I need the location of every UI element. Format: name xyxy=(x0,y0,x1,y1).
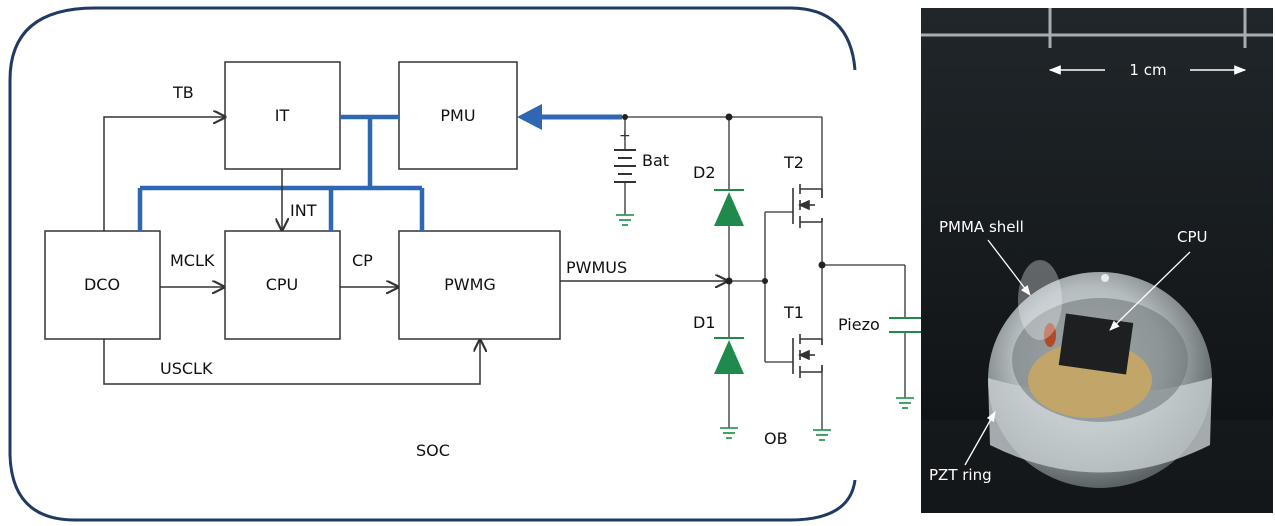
soc-label: SOC xyxy=(416,441,450,460)
uscl-label: USCLK xyxy=(160,359,213,378)
tb-label: TB xyxy=(172,83,194,102)
transistor-t1 xyxy=(792,334,823,378)
cpu-label: CPU xyxy=(266,275,299,294)
uscl-wire xyxy=(103,339,480,385)
pmma-label: PMMA shell xyxy=(939,218,1024,236)
junction-dots xyxy=(622,113,826,285)
piezo-label: Piezo xyxy=(838,315,880,334)
ob-label: OB xyxy=(764,429,788,448)
dco-label: DCO xyxy=(84,275,120,294)
pmu-label: PMU xyxy=(440,106,475,125)
diode-d1 xyxy=(714,337,744,374)
int-label: INT xyxy=(290,201,317,220)
mclk-label: MCLK xyxy=(170,251,215,270)
bat-label: Bat xyxy=(642,151,669,170)
pzt-pointer xyxy=(964,411,996,466)
ground-symbols xyxy=(616,214,914,441)
d1-label: D1 xyxy=(693,313,716,332)
power-bus xyxy=(137,114,425,231)
piezo-capacitor xyxy=(889,317,921,333)
soc-frame xyxy=(8,6,857,522)
pmma-pointer xyxy=(987,239,1031,296)
capsule-photo xyxy=(921,8,1273,513)
cpu-pointer xyxy=(1109,251,1191,331)
pzt-label: PZT ring xyxy=(929,466,992,484)
pmu-block xyxy=(398,61,518,170)
pwmus-label: PWMUS xyxy=(566,258,627,277)
dco-block xyxy=(44,230,161,340)
battery-feed-arrow xyxy=(517,104,622,130)
cp-label: CP xyxy=(352,251,373,270)
battery-symbol: + xyxy=(614,128,636,183)
transistor-t2 xyxy=(792,184,823,228)
svg-text:+: + xyxy=(619,128,631,144)
tb-wire xyxy=(103,117,225,231)
pwmg-label: PWMG xyxy=(444,275,496,294)
cpu-photo-label: CPU xyxy=(1177,228,1208,246)
d2-label: D2 xyxy=(693,163,716,182)
it-label: IT xyxy=(275,106,290,125)
t2-label: T2 xyxy=(783,153,804,172)
output-stage-wiring xyxy=(622,116,906,430)
pwmg-block xyxy=(398,230,561,340)
diode-d2 xyxy=(714,189,744,226)
scale-label: 1 cm xyxy=(1129,61,1166,79)
t1-label: T1 xyxy=(783,303,804,322)
